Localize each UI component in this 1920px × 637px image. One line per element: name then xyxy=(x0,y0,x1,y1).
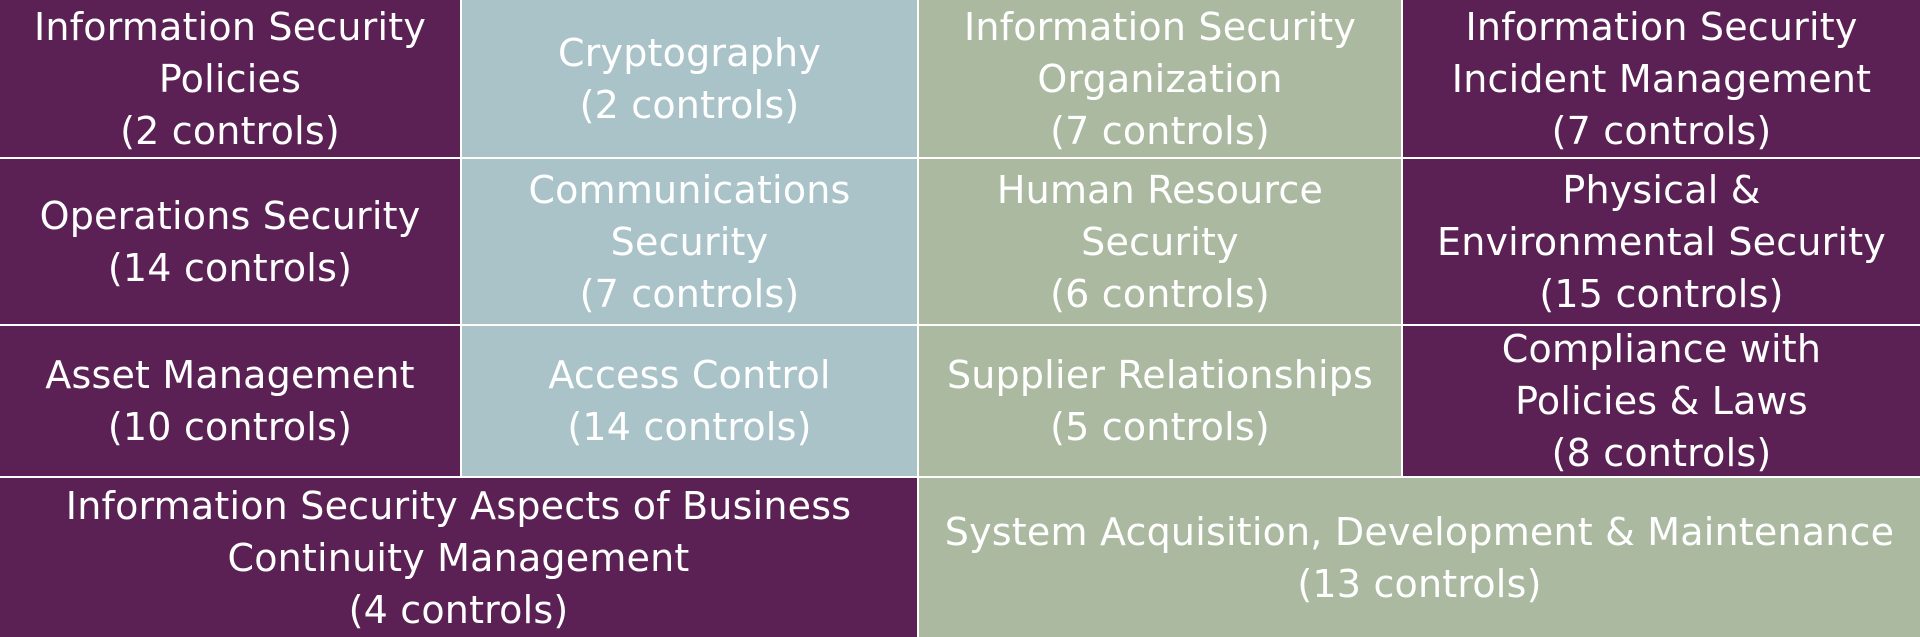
cell-control-count: (13 controls) xyxy=(1297,561,1542,606)
cell-control-count: (5 controls) xyxy=(1050,405,1270,449)
cell-title-line: Supplier Relationships xyxy=(946,353,1374,397)
cell-control-count: (6 controls) xyxy=(1050,271,1270,316)
cell-asset-management: Asset Management (10 controls) xyxy=(0,326,460,476)
cell-system-acquisition-development-maintenance: System Acquisition, Development & Mainte… xyxy=(919,478,1920,637)
cell-information-security-policies: Information Security Policies (2 control… xyxy=(0,0,460,157)
cell-title-line: Security xyxy=(1081,219,1239,264)
cell-title-line: Information Security xyxy=(963,4,1357,49)
cell-control-count: (15 controls) xyxy=(1539,271,1784,316)
cell-title-line: System Acquisition, Development & Mainte… xyxy=(944,509,1895,554)
cell-physical-environmental-security: Physical & Environmental Security (15 co… xyxy=(1403,159,1920,324)
cell-control-count: (4 controls) xyxy=(348,587,569,632)
cell-title-line: Organization xyxy=(1037,56,1283,101)
cell-compliance: Compliance with Policies & Laws (8 contr… xyxy=(1403,326,1920,476)
cell-control-count: (7 controls) xyxy=(1050,108,1270,153)
cell-title-line: Information Security Aspects of Business xyxy=(65,483,852,528)
cell-title-line: Access Control xyxy=(548,353,831,397)
cell-supplier-relationships: Supplier Relationships (5 controls) xyxy=(919,326,1401,476)
cell-control-count: (8 controls) xyxy=(1551,431,1772,475)
cell-title-line: Incident Management xyxy=(1451,56,1872,101)
cell-business-continuity-management: Information Security Aspects of Business… xyxy=(0,478,917,637)
cell-title-line: Compliance with xyxy=(1501,327,1822,371)
cell-control-count: (2 controls) xyxy=(120,108,340,153)
cell-title-line: Security xyxy=(610,219,769,264)
cell-title-line: Information Security xyxy=(1465,4,1858,49)
cell-title-line: Policies & Laws xyxy=(1515,379,1808,423)
cell-control-count: (7 controls) xyxy=(1551,108,1772,153)
cell-operations-security: Operations Security (14 controls) xyxy=(0,159,460,324)
cell-title-line: Communications xyxy=(528,167,851,212)
cell-incident-management: Information Security Incident Management… xyxy=(1403,0,1920,157)
cell-information-security-organization: Information Security Organization (7 con… xyxy=(919,0,1401,157)
cell-access-control: Access Control (14 controls) xyxy=(462,326,917,476)
cell-title-line: Continuity Management xyxy=(227,535,690,580)
cell-communications-security: Communications Security (7 controls) xyxy=(462,159,917,324)
cell-control-count: (14 controls) xyxy=(107,245,353,290)
cell-title-line: Information Security xyxy=(33,4,427,49)
cell-title-line: Cryptography xyxy=(557,30,822,75)
cell-control-count: (2 controls) xyxy=(579,82,800,127)
cell-title-line: Policies xyxy=(158,56,302,101)
cell-cryptography: Cryptography (2 controls) xyxy=(462,0,917,157)
cell-control-count: (14 controls) xyxy=(567,405,812,449)
cell-control-count: (10 controls) xyxy=(107,405,353,449)
cell-human-resource-security: Human Resource Security (6 controls) xyxy=(919,159,1401,324)
cell-title-line: Physical & xyxy=(1562,167,1761,212)
cell-title-line: Human Resource xyxy=(996,167,1324,212)
cell-title-line: Asset Management xyxy=(45,353,415,397)
cell-title-line: Operations Security xyxy=(39,193,421,238)
cell-control-count: (7 controls) xyxy=(579,271,800,316)
cell-title-line: Environmental Security xyxy=(1436,219,1886,264)
